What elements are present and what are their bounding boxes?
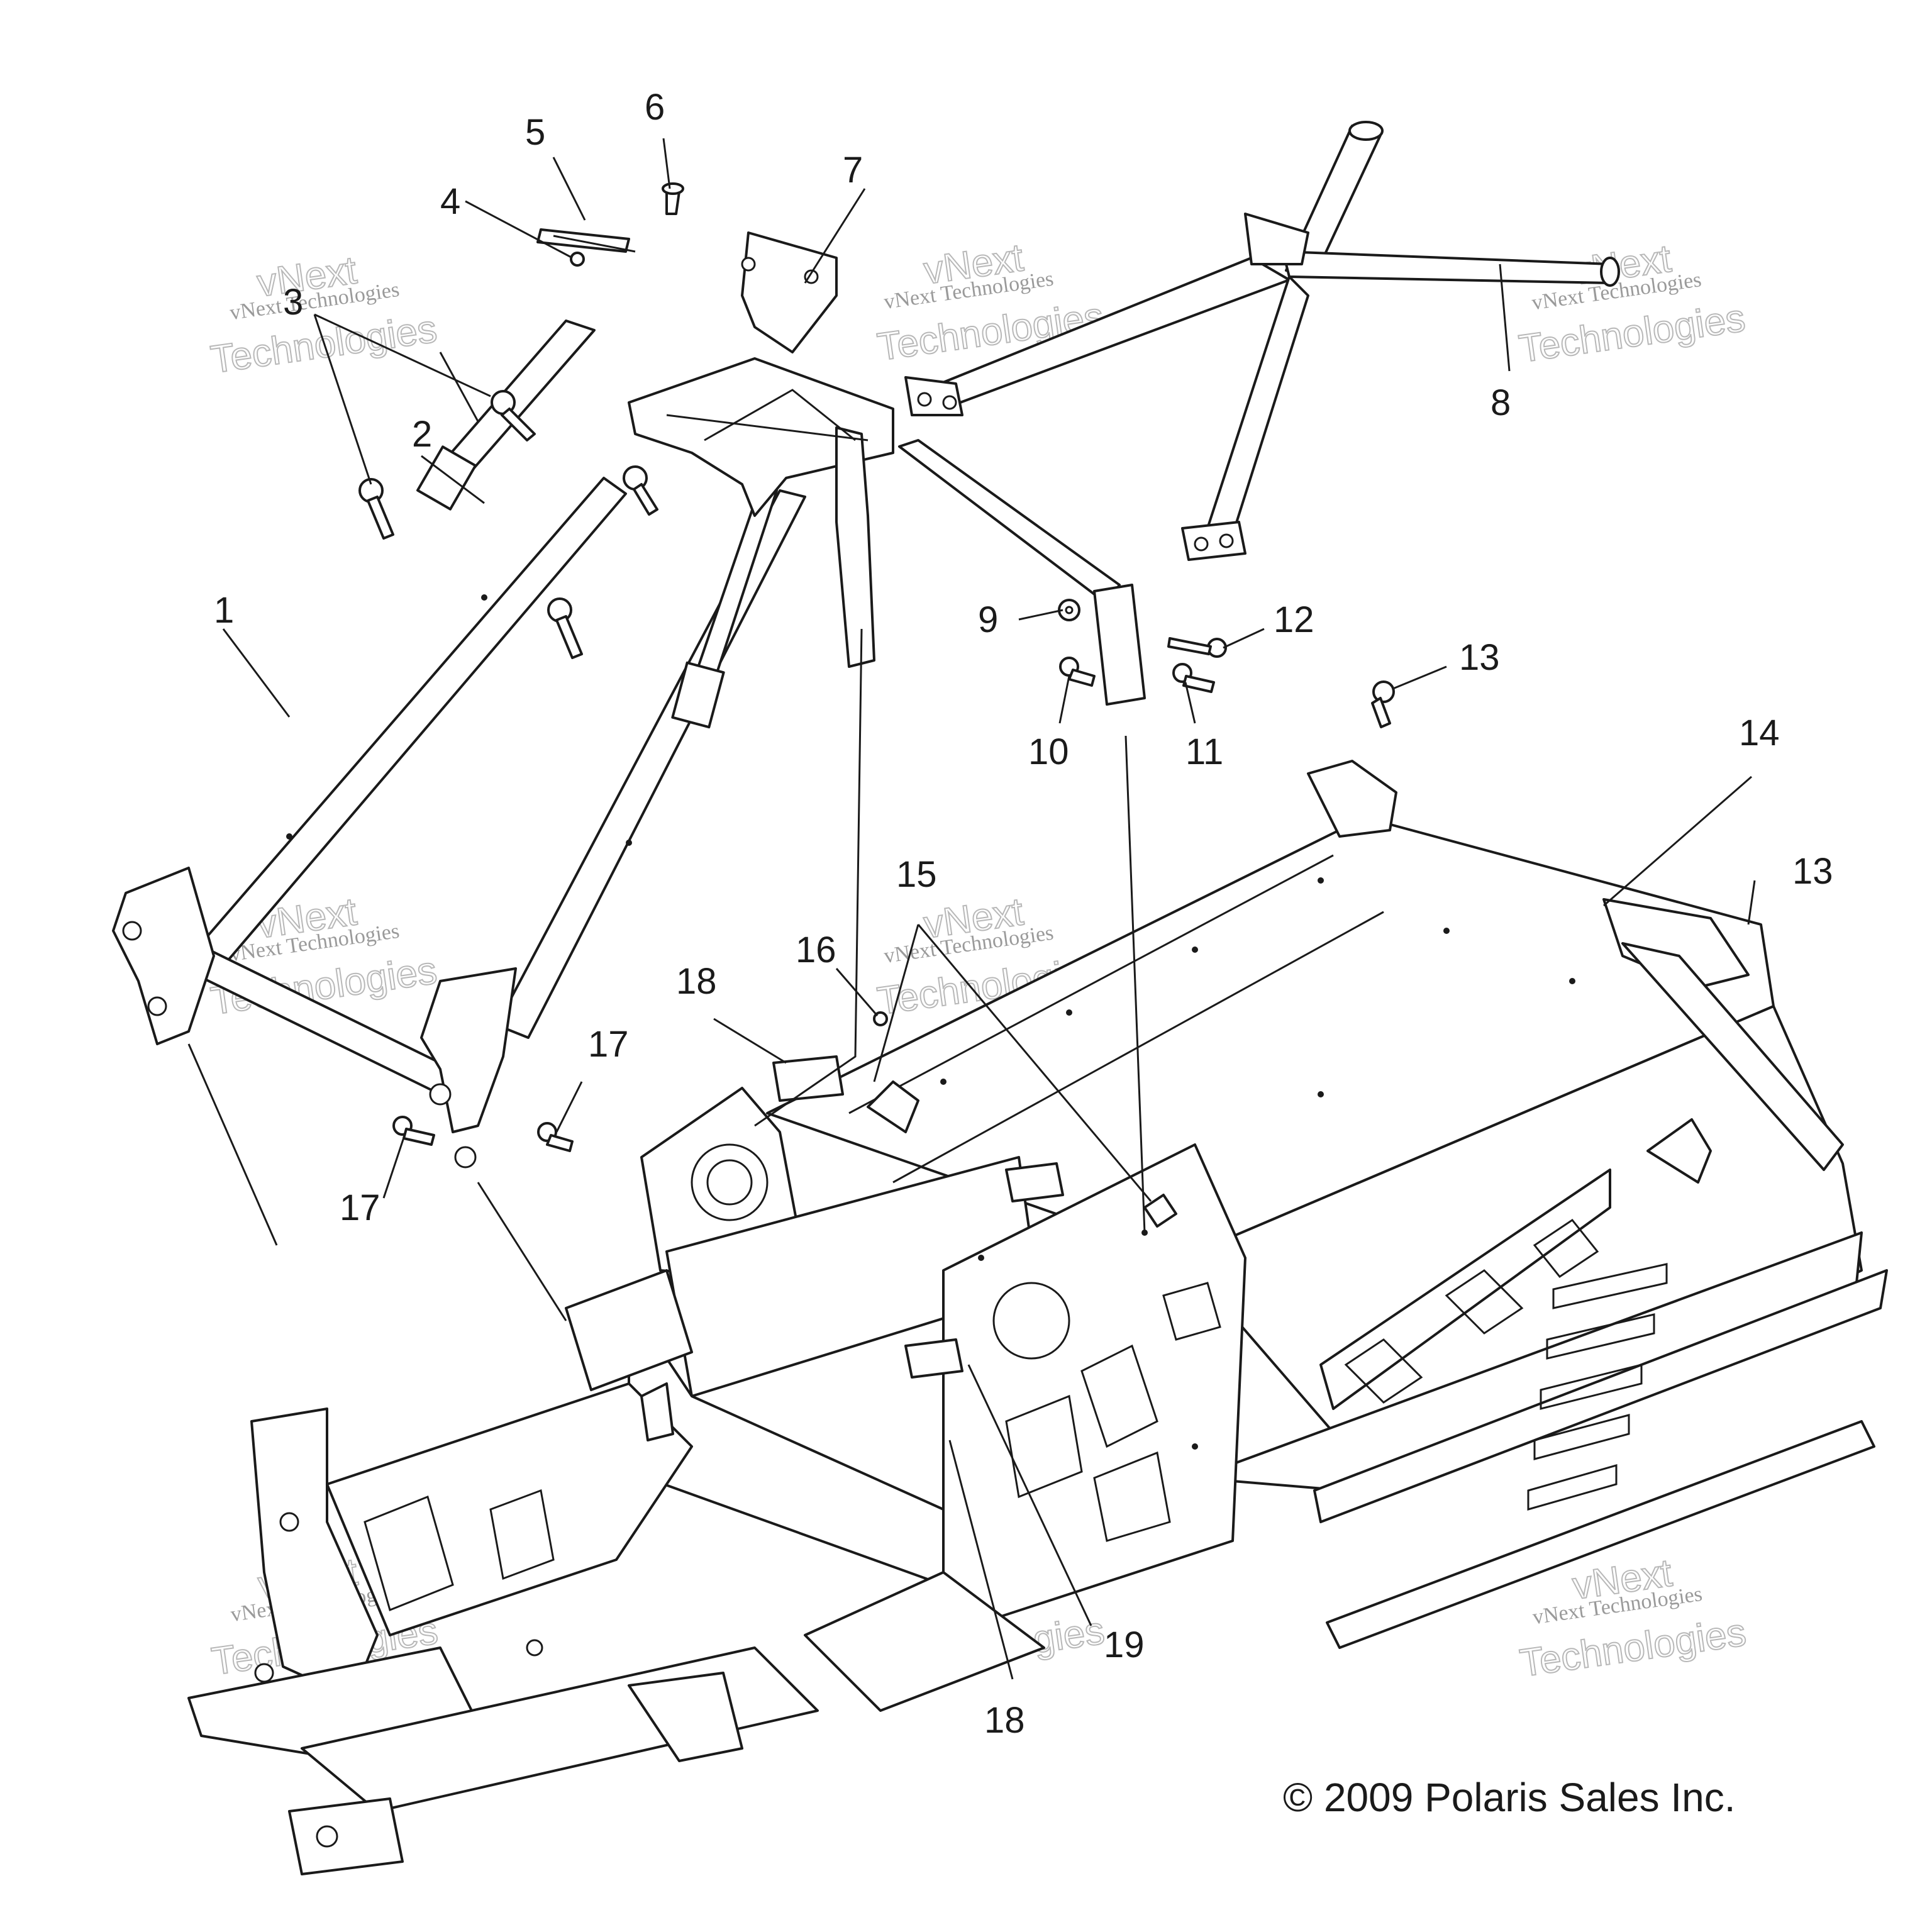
part-14-chassis [766, 760, 1888, 1649]
callout-17b: 17 [340, 1187, 380, 1228]
callout-18b: 18 [984, 1700, 1025, 1741]
copyright-notice: © 2009 Polaris Sales Inc. [1283, 1775, 1736, 1820]
part-2-link [416, 319, 778, 729]
decal-15b [1143, 1194, 1177, 1228]
fasteners [358, 182, 1762, 1152]
decal-18c [904, 1338, 963, 1379]
leader-lines [187, 138, 1756, 1680]
bolt-17a-icon [537, 1122, 574, 1152]
callout-12: 12 [1274, 599, 1314, 640]
callout-6: 6 [645, 87, 665, 128]
part-1-front-tube [112, 477, 806, 1169]
watermark-top-right: Technologies vNext vNext Technologies [1516, 236, 1748, 372]
front-bulkhead [628, 1087, 1246, 1636]
callout-labels: 1 2 3 4 5 6 7 8 9 10 11 12 13 13 14 15 1… [214, 87, 1833, 1741]
bolt-3b-icon [358, 478, 394, 540]
bolt-11-icon [1172, 663, 1215, 693]
decals [772, 1055, 1177, 1379]
callout-2: 2 [412, 414, 432, 455]
decal-15a [867, 1080, 919, 1133]
part-8-a-frame [898, 121, 1620, 706]
callout-16: 16 [796, 930, 836, 970]
callout-14: 14 [1739, 713, 1780, 753]
decal-18a [772, 1055, 844, 1102]
callout-13a: 13 [1459, 637, 1500, 678]
bolt-3a-icon [491, 390, 536, 441]
decal-18b [1005, 1162, 1064, 1202]
part-7-bracket [628, 231, 894, 668]
callout-3: 3 [283, 282, 303, 323]
washer-9-icon [1058, 599, 1080, 621]
callout-8: 8 [1491, 382, 1511, 423]
callout-9: 9 [978, 599, 998, 640]
callout-13b: 13 [1792, 851, 1833, 892]
bolt-17b-icon [392, 1116, 435, 1146]
callout-10: 10 [1028, 731, 1069, 772]
callout-19: 19 [1104, 1624, 1145, 1665]
callout-4: 4 [440, 181, 460, 222]
bolt-3d-icon [547, 597, 583, 659]
clip-5-icon [536, 228, 636, 253]
bolt-3c-icon [623, 465, 658, 516]
callout-1: 1 [214, 590, 234, 631]
pin-6-icon [662, 182, 684, 215]
callout-5: 5 [525, 112, 545, 153]
front-suspension [187, 1269, 1045, 1875]
nut-4-icon [570, 252, 585, 267]
watermark-top-left: Technologies vNext vNext Technologies [208, 248, 440, 382]
callout-7: 7 [843, 150, 863, 191]
callout-11: 11 [1185, 731, 1223, 772]
callout-15: 15 [896, 854, 937, 895]
bolt-13a-icon [1371, 680, 1395, 728]
bolt-10-icon [1059, 657, 1096, 687]
nut-12-icon [1167, 637, 1227, 658]
callout-17a: 17 [588, 1024, 629, 1065]
callout-18a: 18 [676, 961, 717, 1002]
